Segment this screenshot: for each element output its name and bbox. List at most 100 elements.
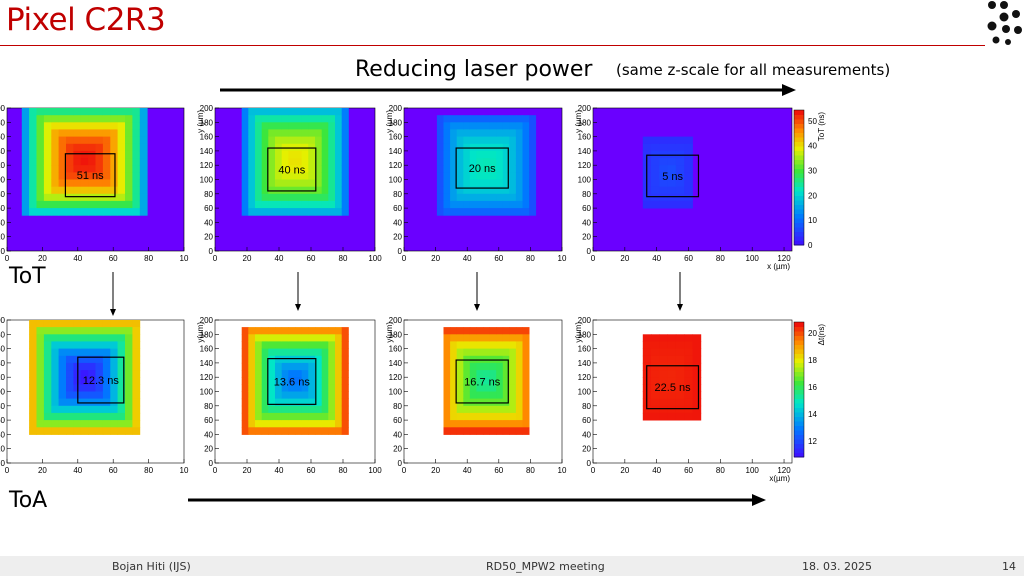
heatmap-cell — [288, 136, 296, 145]
heatmap-cell — [88, 420, 96, 428]
heatmap-cell — [502, 391, 510, 400]
box-value-label: 22.5 ns — [655, 382, 692, 394]
heatmap-cell — [248, 427, 256, 435]
heatmap-cell — [522, 427, 530, 435]
heatmap-cell — [675, 384, 685, 392]
heatmap-cell — [95, 165, 104, 173]
heatmap-cell — [328, 136, 336, 145]
heatmap-cell — [241, 200, 249, 209]
heatmap-cell — [659, 362, 668, 371]
heatmap-cell — [341, 193, 349, 202]
heatmap-cell — [29, 320, 37, 328]
heatmap-cell — [132, 165, 141, 173]
heatmap-cell — [315, 412, 323, 421]
heatmap-cell — [308, 334, 316, 342]
heatmap-cell — [321, 327, 329, 335]
colorbar-tick-label: 18 — [808, 356, 817, 365]
heatmap-cell — [275, 208, 283, 216]
heatmap-cell — [675, 179, 685, 188]
heatmap-cell — [476, 179, 484, 188]
heatmap-cell — [308, 165, 316, 173]
heatmap-cell — [261, 115, 269, 123]
x-tick-label: 100 — [746, 466, 760, 475]
heatmap-cell — [139, 165, 148, 173]
heatmap-cell — [66, 355, 74, 364]
heatmap-cell — [132, 412, 141, 421]
heatmap-cell — [529, 172, 537, 180]
heatmap-cell — [328, 172, 336, 180]
heatmap-cell — [436, 122, 444, 130]
x-tick-label: 20 — [431, 466, 440, 475]
heatmap-cell — [275, 334, 283, 342]
heatmap-cell — [502, 158, 510, 166]
heatmap-cell — [321, 165, 329, 173]
heatmap-cell — [43, 341, 52, 349]
heatmap-cell — [321, 355, 329, 364]
heatmap-cell — [328, 208, 336, 216]
heatmap-cell — [88, 362, 96, 371]
heatmap-cell — [29, 129, 37, 137]
slide-title: Pixel C2R3 — [6, 2, 166, 38]
heatmap-cell — [58, 122, 67, 130]
heatmap-cell — [88, 348, 96, 357]
heatmap-cell — [255, 122, 263, 130]
y-tick-label: 120 — [578, 161, 592, 170]
heatmap-cell — [509, 377, 517, 385]
heatmap-cell — [241, 384, 249, 392]
heatmap-cell — [125, 355, 133, 364]
heatmap-cell — [36, 208, 45, 216]
colorbar-tick-label: 14 — [808, 410, 817, 419]
heatmap-cell — [515, 129, 523, 137]
heatmap-cell — [58, 179, 67, 188]
heatmap-cell — [463, 165, 471, 173]
heatmap-cell — [443, 129, 451, 137]
x-tick-label: 80 — [526, 466, 535, 475]
heatmap-cell — [58, 341, 67, 349]
heatmap-cell — [496, 122, 504, 130]
heatmap-cell — [125, 108, 133, 116]
heatmap-cell — [675, 334, 685, 342]
colorbar — [793, 109, 805, 246]
y-tick-label: 60 — [582, 416, 591, 425]
heatmap-cell — [125, 377, 133, 385]
colorbar-segment — [794, 335, 804, 341]
heatmap-cell — [450, 143, 458, 152]
heatmap-cell — [117, 377, 126, 385]
heatmap-cell — [51, 391, 60, 400]
heatmap-cell — [288, 179, 296, 188]
heatmap-cell — [469, 115, 477, 123]
heatmap-cell — [642, 355, 652, 364]
heatmap-cell — [43, 122, 52, 130]
heatmap-cell — [335, 391, 343, 400]
heatmap-cell — [456, 186, 464, 195]
heatmap-cell — [132, 341, 141, 349]
colorbar-segment — [794, 137, 804, 142]
heatmap-cell — [248, 129, 256, 137]
heatmap-cell — [110, 115, 119, 123]
heatmap-cell — [43, 384, 52, 392]
heatmap-cell — [308, 200, 316, 209]
heatmap-cell — [241, 427, 249, 435]
x-tick-label: 40 — [73, 466, 82, 475]
heatmap-cell — [315, 200, 323, 209]
heatmap-cell — [66, 341, 74, 349]
y-axis-label: y(µm) — [385, 322, 394, 343]
heatmap-cell — [308, 427, 316, 435]
x-tick-label: 80 — [144, 466, 153, 475]
heatmap-cell — [275, 355, 283, 364]
heatmap-cell — [80, 158, 89, 166]
heatmap-cell — [489, 179, 497, 188]
heatmap-cell — [463, 427, 471, 435]
heatmap-cell — [436, 208, 444, 216]
heatmap-cell — [95, 384, 104, 392]
heatmap-cell — [248, 412, 256, 421]
heatmap-cell — [456, 377, 464, 385]
heatmap-cell — [36, 384, 45, 392]
heatmap-cell — [476, 377, 484, 385]
heatmap-cell — [241, 327, 249, 335]
heatmap-cell — [483, 186, 490, 195]
heatmap-cell — [463, 150, 471, 159]
x-tick-label: 20 — [38, 466, 47, 475]
heatmap-cell — [341, 150, 349, 159]
heatmap-cell — [483, 405, 490, 414]
